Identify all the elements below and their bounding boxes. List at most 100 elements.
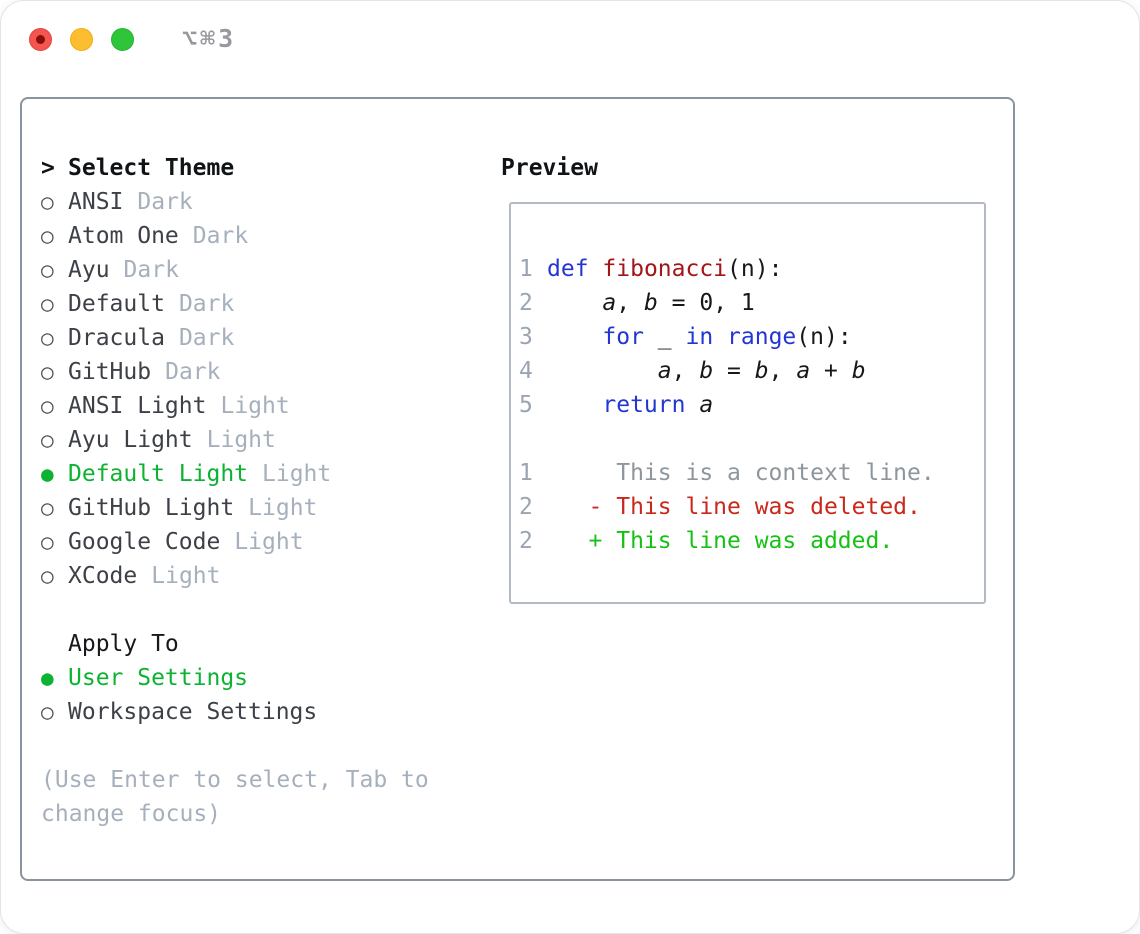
help-hint: (Use Enter to select, Tab to change focu… <box>41 767 429 827</box>
token-var: a <box>796 358 811 384</box>
token-var: a <box>657 358 672 384</box>
line-content: - This line was deleted. <box>547 490 921 524</box>
theme-variant-badge: Light <box>206 427 276 453</box>
line-number: 1 <box>519 460 533 486</box>
token-var: a <box>699 392 714 418</box>
apply-option-label: User Settings <box>68 665 249 691</box>
apply-option-label: Workspace Settings <box>68 699 318 725</box>
radio-icon: ○ <box>41 530 54 554</box>
code-line: 3 for _ in range(n): <box>519 320 976 354</box>
theme-variant-badge: Dark <box>165 359 221 385</box>
token-pl: , <box>616 290 644 316</box>
theme-name: Atom One <box>68 223 179 249</box>
theme-variant-badge: Light <box>151 563 221 589</box>
radio-icon: ○ <box>41 258 54 282</box>
line-number: 2 <box>519 528 533 554</box>
token-pl <box>547 392 602 418</box>
close-dot-icon <box>36 34 45 44</box>
token-var: b <box>851 358 866 384</box>
token-pl <box>713 324 727 350</box>
token-kw: range <box>727 324 797 350</box>
token-pl: , <box>671 358 700 384</box>
diff-line: 2 - This line was deleted. <box>519 490 976 524</box>
diff-line: 2 + This line was added. <box>519 524 976 558</box>
radio-icon: ○ <box>41 326 54 350</box>
theme-name: XCode <box>68 563 138 589</box>
line-number: 1 <box>519 256 533 282</box>
radio-icon: ○ <box>41 224 54 248</box>
line-number: 3 <box>519 324 533 350</box>
radio-icon: ○ <box>41 394 54 418</box>
spacer <box>41 729 491 763</box>
line-number: 2 <box>519 290 533 316</box>
token-kw: for <box>602 324 644 350</box>
code-line: 4 a, b = b, a + b <box>519 354 976 388</box>
radio-icon: ○ <box>41 700 54 724</box>
theme-variant-badge: Dark <box>178 291 235 317</box>
theme-name: GitHub Light <box>68 495 235 521</box>
zoom-button[interactable] <box>111 27 134 51</box>
token-pl: + <box>810 358 852 384</box>
token-pl <box>547 290 602 316</box>
titlebar: ⌥⌘3 <box>29 26 236 51</box>
token-pl: _ <box>643 324 686 350</box>
token-pl <box>547 324 602 350</box>
apply-to-header: Apply To <box>41 627 491 661</box>
line-number: 4 <box>519 358 533 384</box>
blank-line <box>519 422 976 456</box>
theme-variant-badge: Dark <box>137 189 193 215</box>
token-pl: (n): <box>727 256 783 282</box>
code-line: 1 def fibonacci(n): <box>519 252 976 286</box>
token-pl: = 0, 1 <box>657 290 755 316</box>
theme-option-ansi-light[interactable]: ○ ANSI Light Light <box>41 389 491 423</box>
apply-option-workspace-settings[interactable]: ○ Workspace Settings <box>41 695 491 729</box>
close-button[interactable] <box>29 27 52 51</box>
prompt-icon: > <box>41 155 55 181</box>
token-var: b <box>643 290 658 316</box>
theme-option-google-code[interactable]: ○ Google Code Light <box>41 525 491 559</box>
line-content: + This line was added. <box>547 524 894 558</box>
theme-name: GitHub <box>68 359 152 385</box>
token-var: b <box>699 358 714 384</box>
token-var: a <box>602 290 617 316</box>
theme-name: Google Code <box>68 529 221 555</box>
line-content: a, b = 0, 1 <box>547 286 755 320</box>
radio-selected-icon: ● <box>41 462 54 486</box>
theme-variant-badge: Light <box>248 495 318 521</box>
diff-line: 1 This is a context line. <box>519 456 976 490</box>
select-theme-header: > Select Theme <box>41 151 491 185</box>
line-content: def fibonacci(n): <box>547 252 782 286</box>
select-theme-title: Select Theme <box>68 155 235 181</box>
theme-variant-badge: Light <box>262 461 332 487</box>
line-number <box>519 422 533 456</box>
code-line: 2 a, b = 0, 1 <box>519 286 976 320</box>
theme-variant-badge: Dark <box>192 223 249 249</box>
theme-variant-badge: Light <box>234 529 304 555</box>
token-ctx: This is a context line. <box>547 460 935 486</box>
minimize-button[interactable] <box>70 27 93 51</box>
theme-name: ANSI Light <box>68 393 207 419</box>
theme-name: Default <box>68 291 165 317</box>
token-add: + This line was added. <box>547 528 894 554</box>
apply-option-user-settings[interactable]: ● User Settings <box>41 661 491 695</box>
radio-selected-icon: ● <box>41 666 54 690</box>
radio-icon: ○ <box>41 360 54 384</box>
theme-variant-badge: Light <box>220 393 290 419</box>
theme-option-atom-one[interactable]: ○ Atom One Dark <box>41 219 491 253</box>
preview-title: Preview <box>501 155 598 181</box>
theme-option-github[interactable]: ○ GitHub Dark <box>41 355 491 389</box>
line-content: a, b = b, a + b <box>547 354 866 388</box>
token-pl: = <box>713 358 755 384</box>
